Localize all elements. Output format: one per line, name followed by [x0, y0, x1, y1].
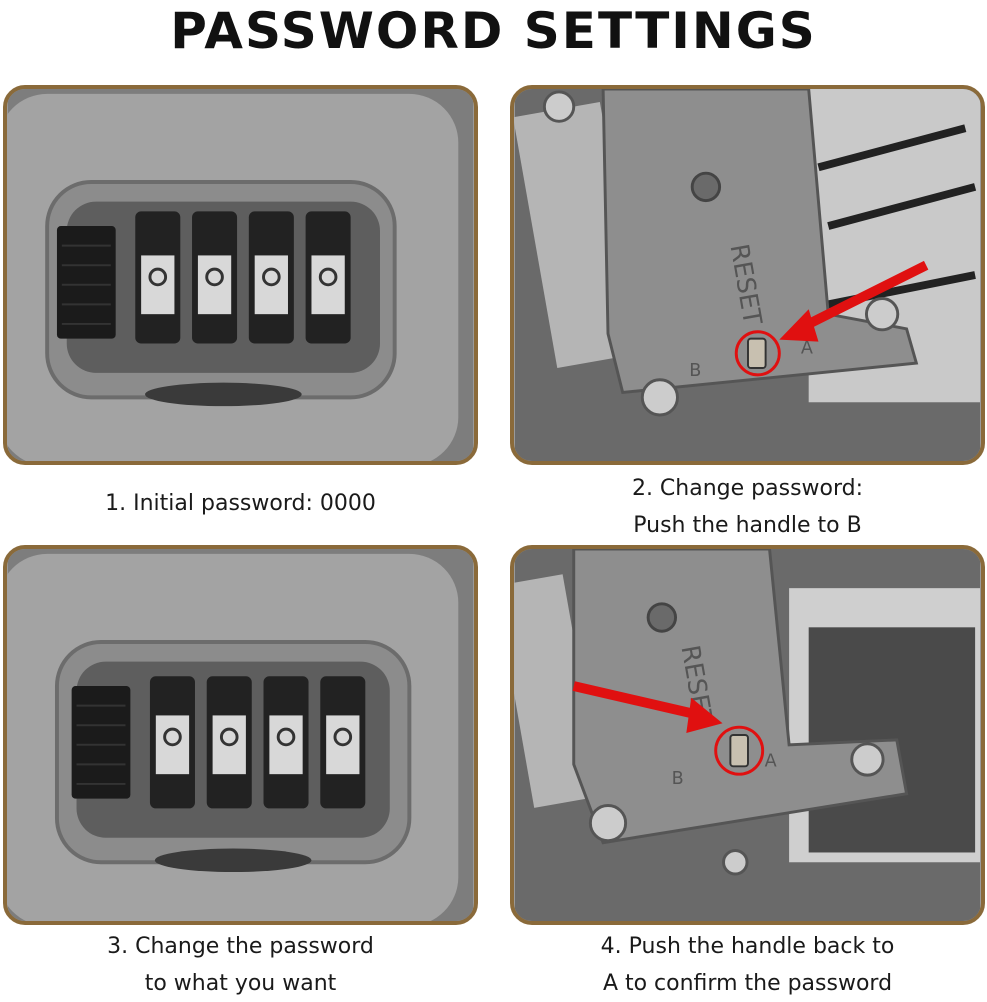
step4-caption-line2: A to confirm the password	[602, 971, 893, 996]
handle-icon	[747, 337, 767, 369]
slider-button-icon	[71, 686, 131, 799]
screw-icon	[722, 849, 749, 876]
step3-caption-line1: 3. Change the password	[107, 934, 374, 959]
dial-wheel-icon	[135, 211, 181, 344]
step1-caption-line1: 1. Initial password: 0000	[105, 491, 376, 516]
dial-wheel-icon	[248, 211, 294, 344]
position-b-label: B	[672, 769, 684, 789]
dial-wheel-icon	[206, 676, 252, 809]
step4-image: RESET B A	[510, 545, 985, 925]
combination-dial-illustration	[7, 89, 473, 461]
step3-caption: 3. Change the password to what you want	[3, 928, 478, 1002]
dial-wheel-icon	[263, 676, 309, 809]
screw-icon	[542, 90, 576, 123]
step1-image	[3, 85, 478, 465]
position-b-label: B	[689, 361, 701, 381]
reset-mechanism-illustration: RESET B A	[514, 89, 980, 461]
handle-icon	[729, 734, 749, 768]
red-arrow-icon	[779, 260, 929, 342]
step2-caption-line2: Push the handle to B	[633, 513, 862, 538]
step3-caption-line2: to what you want	[144, 971, 337, 996]
step2-caption-line1: 2. Change password:	[631, 476, 864, 501]
step2-image: RESET B A	[510, 85, 985, 465]
step4-caption: 4. Push the handle back to A to confirm …	[510, 928, 985, 1002]
combination-dial-illustration	[7, 549, 473, 921]
step1-caption: 1. Initial password: 0000	[3, 485, 478, 522]
reset-mechanism-illustration: RESET B A	[514, 549, 980, 921]
screw-icon	[640, 378, 679, 417]
step2-caption: 2. Change password: Push the handle to B	[510, 470, 985, 544]
dial-wheel-icon	[320, 676, 366, 809]
dial-wheel-icon	[149, 676, 195, 809]
position-a-label: A	[801, 338, 813, 358]
page-title: PASSWORD SETTINGS	[170, 2, 817, 60]
slider-button-icon	[56, 226, 116, 339]
dial-wheel-icon	[305, 211, 351, 344]
position-a-label: A	[765, 751, 777, 771]
step3-image	[3, 545, 478, 925]
screw-icon	[588, 804, 628, 843]
screw-icon	[864, 297, 900, 332]
dial-wheel-icon	[192, 211, 238, 344]
step4-caption-line1: 4. Push the handle back to	[600, 934, 895, 959]
screw-icon	[850, 742, 885, 777]
red-arrow-icon	[572, 681, 723, 734]
